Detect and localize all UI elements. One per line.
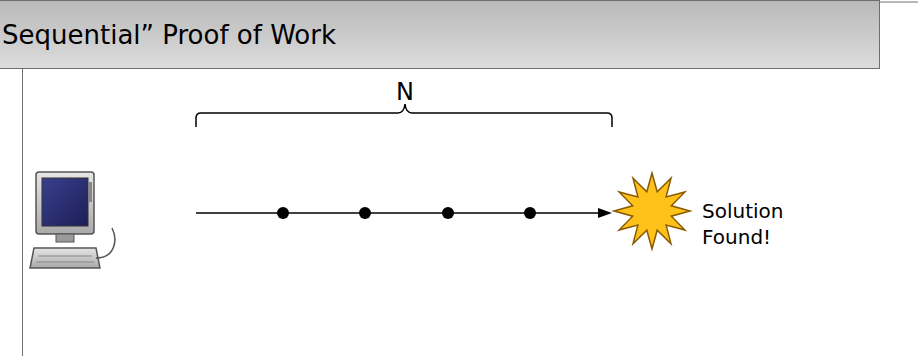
brace-label: N <box>396 79 414 105</box>
step-dot <box>359 207 371 219</box>
timeline-arrow <box>196 212 600 214</box>
arrow-head <box>598 208 612 218</box>
step-dot <box>524 207 536 219</box>
rule-line <box>880 2 918 3</box>
left-rule <box>22 69 23 356</box>
starburst <box>614 173 690 249</box>
step-dot <box>277 207 289 219</box>
step-dot <box>442 207 454 219</box>
computer-icon <box>30 172 115 268</box>
brace <box>196 104 612 127</box>
result-label: Solution Found! <box>702 198 814 250</box>
slide-title: Sequential” Proof of Work <box>2 18 336 52</box>
